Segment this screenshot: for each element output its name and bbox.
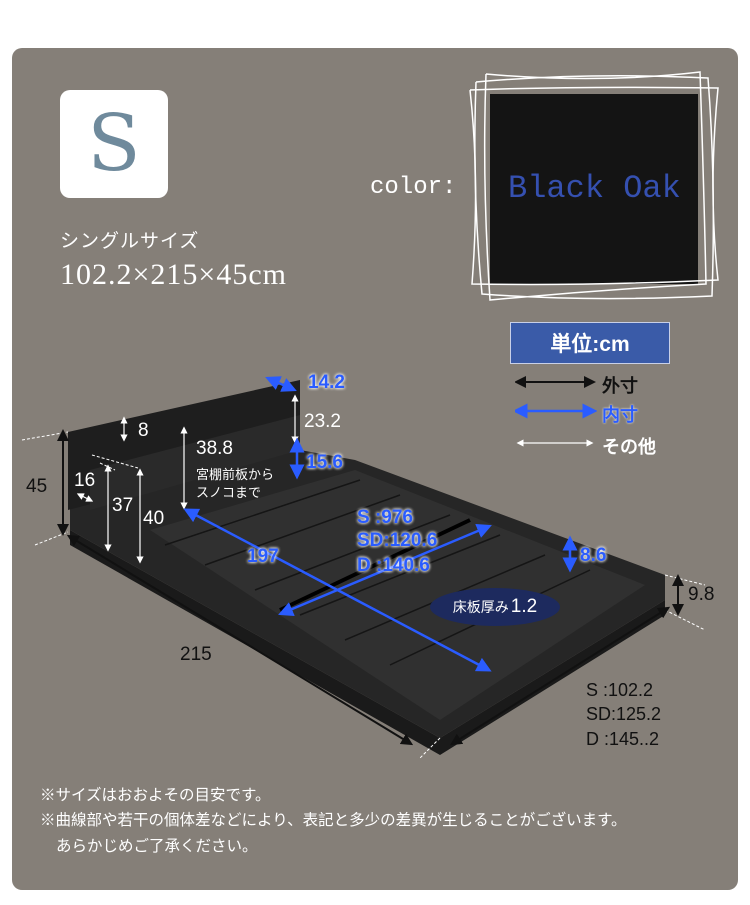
dim-inner-length: 197	[247, 546, 279, 567]
legend-arrows	[515, 376, 597, 447]
dim-lower-shelf: 15.6	[306, 452, 343, 473]
note-1: ※サイズはおおよその目安です。	[40, 787, 271, 804]
swatch-scribble-frame	[469, 71, 719, 301]
bed-illustration	[21, 376, 706, 759]
dim-width-s: S :102.2	[586, 680, 654, 700]
dim-headboard-top: 8	[138, 420, 149, 441]
color-name: Black Oak	[508, 170, 681, 207]
size-badge-letter: S	[87, 99, 141, 189]
size-name: シングルサイズ	[60, 231, 200, 252]
dim-side-40: 40	[143, 508, 165, 529]
dim-side-37: 37	[112, 495, 134, 516]
dim-shelf-note-2: スノコまで	[196, 485, 262, 500]
dim-inner-width-sd: SD:120.6	[357, 530, 438, 551]
legend-outer: 外寸	[602, 376, 638, 396]
dim-total-length: 215	[180, 644, 212, 665]
dim-shelf-depth: 14.2	[308, 372, 345, 393]
dim-upper-shelf: 23.2	[304, 411, 341, 432]
unit-label: 単位:cm	[510, 322, 670, 364]
dim-side-depth: 16	[74, 470, 96, 491]
dim-width-d: D :145..2	[586, 729, 660, 749]
dim-inner-width-d: D :140.6	[357, 555, 430, 576]
size-badge: S	[60, 90, 168, 198]
dim-frame-height: 9.8	[688, 584, 715, 605]
dim-shelf-note-1: 宮棚前板から	[196, 467, 275, 482]
board-thickness-label: 床板厚み	[452, 599, 509, 615]
dim-shelf-to-slat: 38.8	[196, 438, 233, 459]
note-2: ※曲線部や若干の個体差などにより、表記と多少の差異が生じることがございます。	[40, 812, 627, 829]
legend-inner: 内寸	[602, 405, 638, 425]
dim-width-sd: SD:125.2	[586, 704, 662, 724]
board-thickness-value: 1.2	[510, 596, 538, 617]
dim-total-height: 45	[26, 476, 48, 497]
color-label: color:	[370, 174, 457, 201]
dim-inner-width-s: S :976	[357, 507, 413, 528]
color-swatch	[490, 94, 698, 284]
legend-other: その他	[602, 437, 656, 457]
note-3: あらかじめご了承ください。	[56, 838, 258, 855]
dim-frame-inner-height: 8.6	[580, 545, 607, 566]
size-dimensions: 102.2×215×45cm	[60, 258, 287, 291]
